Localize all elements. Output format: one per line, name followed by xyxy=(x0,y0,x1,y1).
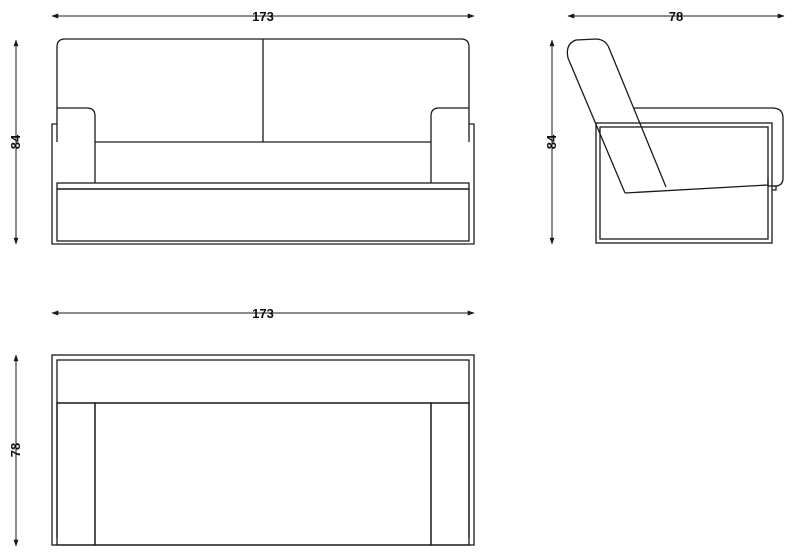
front-height-label: 84 xyxy=(8,134,23,149)
front-base xyxy=(56,188,470,242)
front-left-armrest xyxy=(57,107,96,183)
top-left-armrest xyxy=(56,402,96,546)
top-depth-label: 78 xyxy=(8,443,23,457)
front-seat-cushion xyxy=(56,182,470,190)
top-width-dimension: 173 xyxy=(51,306,475,321)
top-frame-outer xyxy=(51,354,475,546)
front-right-armrest xyxy=(430,107,469,183)
side-height-label: 84 xyxy=(544,134,559,149)
side-depth-dimension: 78 xyxy=(567,9,785,24)
side-depth-label: 78 xyxy=(669,9,683,24)
side-view: 78 84 xyxy=(544,9,785,245)
top-right-armrest xyxy=(430,402,470,546)
side-frame-outer xyxy=(595,122,773,244)
top-seat xyxy=(94,402,432,546)
top-depth-dimension: 78 xyxy=(8,354,23,547)
front-left-frame xyxy=(51,123,57,245)
side-armrest xyxy=(633,107,784,187)
front-height-dimension: 84 xyxy=(8,39,23,245)
side-frame-inner xyxy=(599,126,769,240)
top-width-label: 173 xyxy=(252,306,274,321)
side-foot-detail xyxy=(772,185,777,191)
front-width-label: 173 xyxy=(252,9,274,24)
top-backrest xyxy=(56,359,470,404)
top-view: 173 78 xyxy=(8,306,475,547)
side-seat-wedge xyxy=(624,178,769,194)
side-height-dimension: 84 xyxy=(544,39,559,245)
front-view: 173 84 xyxy=(8,9,475,245)
front-width-dimension: 173 xyxy=(51,9,475,24)
side-backrest xyxy=(566,38,667,194)
front-right-frame xyxy=(469,123,475,245)
